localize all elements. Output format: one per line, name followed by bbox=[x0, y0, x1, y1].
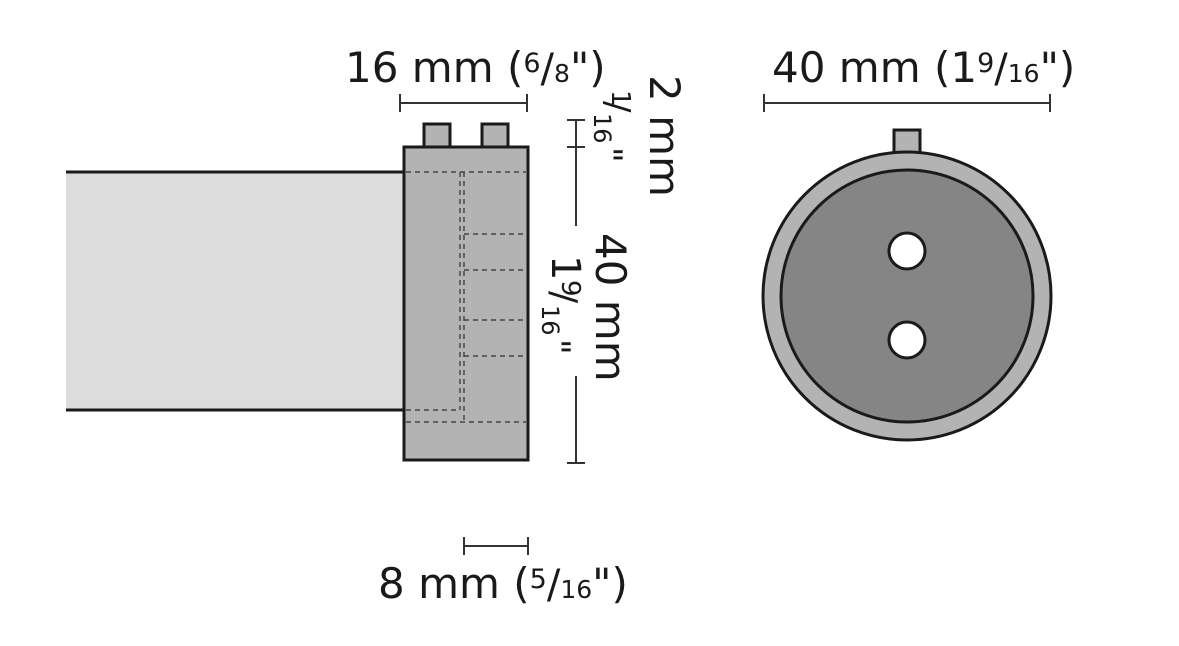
shoulder-fraction-num: 1 bbox=[605, 90, 635, 107]
diameter-side-fraction-den: 16 bbox=[536, 305, 564, 336]
pin-offset-label: 8 mm (5/16") bbox=[378, 559, 628, 608]
diameter-side-mm-text: 40 mm bbox=[586, 233, 635, 382]
height-dimension bbox=[567, 119, 585, 464]
diameter-end-dimension: 40 mm (19/16") bbox=[763, 43, 1075, 112]
shoulder-fraction-den: 16 bbox=[588, 113, 616, 144]
cap-pin-right bbox=[480, 122, 510, 149]
side-view: 16 mm (6/8") 2 mm 1 / 16 " 40 mm 1 9 / 1… bbox=[66, 43, 689, 608]
diameter-side-fraction-num: 9 bbox=[555, 280, 585, 297]
hidden-lines bbox=[406, 171, 526, 423]
pin-offset-dimension: 8 mm (5/16") bbox=[378, 537, 628, 608]
shoulder-mm-text: 2 mm bbox=[640, 75, 689, 197]
cap-pin-left bbox=[422, 122, 452, 149]
cap-width-label: 16 mm (6/8") bbox=[345, 43, 606, 92]
diameter-side-whole: 1 bbox=[542, 255, 588, 280]
end-view-pin bbox=[892, 128, 922, 156]
diameter-end-label: 40 mm (19/16") bbox=[772, 43, 1075, 92]
screw-hole-bottom bbox=[887, 320, 927, 360]
diameter-side-fraction-bar: / bbox=[543, 291, 584, 304]
end-cap-body bbox=[402, 145, 530, 462]
screw-hole-top bbox=[887, 231, 927, 271]
shoulder-inch-mark: " bbox=[589, 147, 629, 163]
end-cap-inner-face bbox=[779, 168, 1035, 424]
rod-body bbox=[66, 172, 406, 410]
shoulder-fraction-bar: / bbox=[597, 101, 637, 113]
shoulder-dimension-label: 2 mm 1 / 16 " bbox=[588, 75, 689, 197]
diameter-side-inch-mark: " bbox=[537, 339, 577, 355]
cap-width-dimension: 16 mm (6/8") bbox=[345, 43, 606, 112]
diameter-side-dimension-label: 40 mm 1 9 / 16 " bbox=[536, 233, 635, 382]
end-view: 40 mm (19/16") bbox=[761, 43, 1075, 442]
